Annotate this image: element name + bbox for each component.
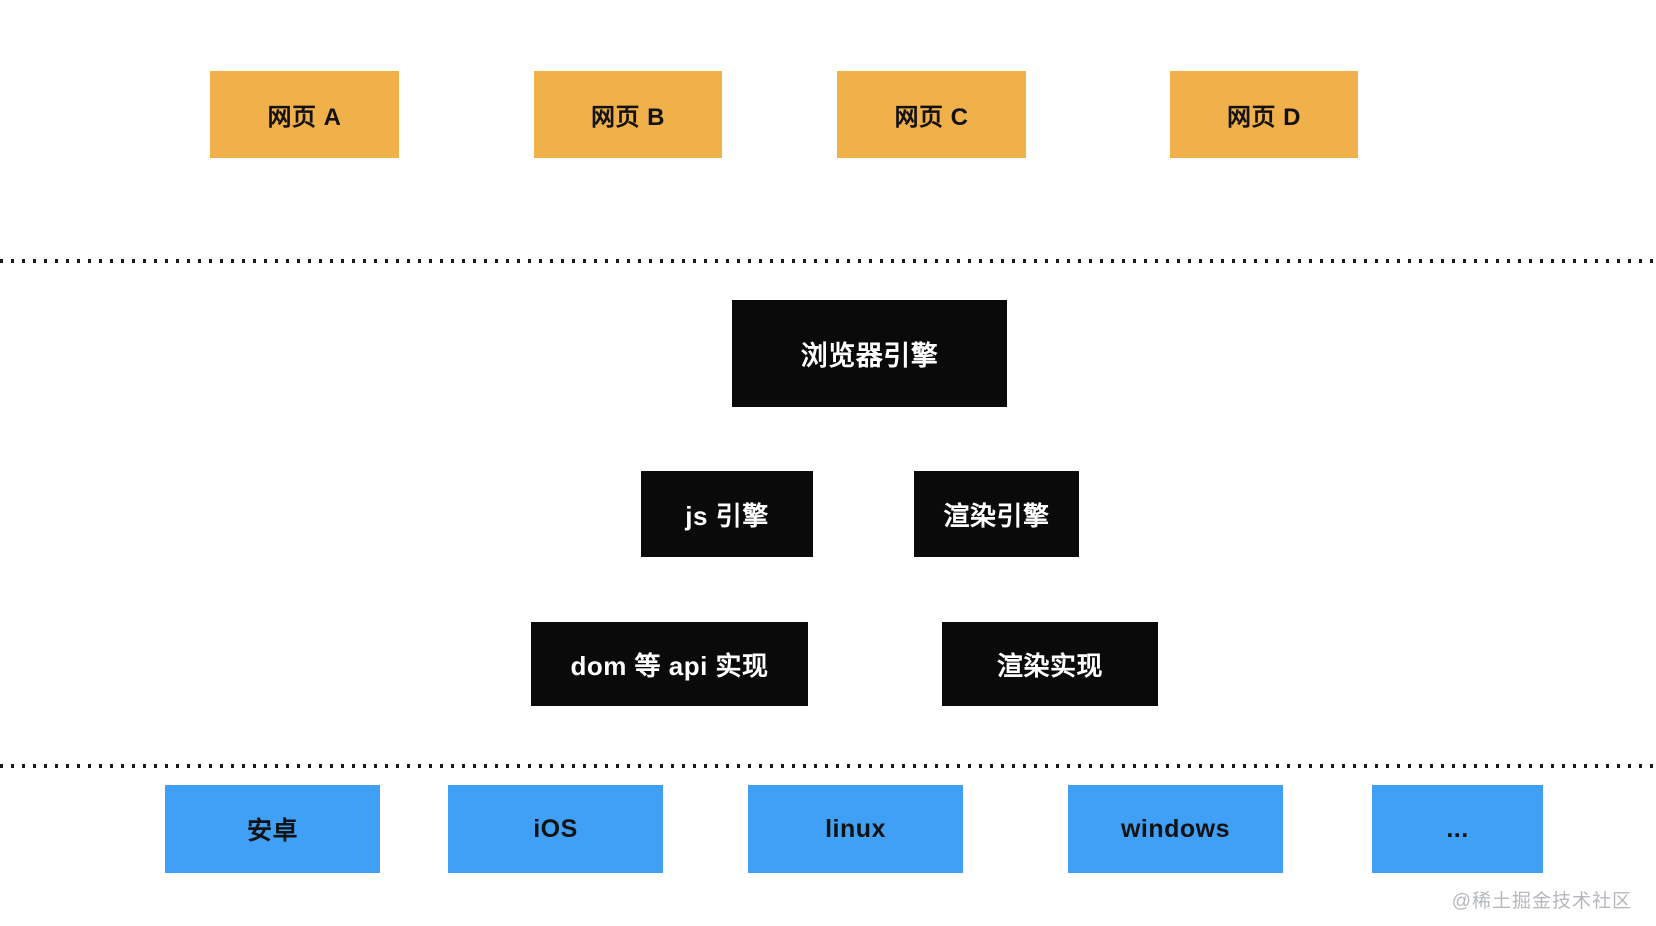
webpage-d-box: 网页 D (1170, 71, 1358, 158)
boundary-dotted-line-bottom (0, 764, 1656, 768)
dom-api-implementation-box: dom 等 api 实现 (531, 622, 808, 706)
watermark: @稀土掘金技术社区 (1451, 891, 1632, 912)
boundary-dotted-line-top (0, 259, 1656, 263)
browser-engine-box: 浏览器引擎 (732, 300, 1007, 407)
js-engine-box: js 引擎 (641, 471, 813, 557)
platform-android-box: 安卓 (165, 785, 380, 873)
platform-windows-box: windows (1068, 785, 1283, 873)
render-implementation-box: 渲染实现 (942, 622, 1158, 706)
webpage-a-box: 网页 A (210, 71, 399, 158)
platform-others-box: ... (1372, 785, 1543, 873)
webpage-c-box: 网页 C (837, 71, 1026, 158)
platform-linux-box: linux (748, 785, 963, 873)
render-engine-box: 渲染引擎 (914, 471, 1079, 557)
webpage-b-box: 网页 B (534, 71, 722, 158)
platform-ios-box: iOS (448, 785, 663, 873)
